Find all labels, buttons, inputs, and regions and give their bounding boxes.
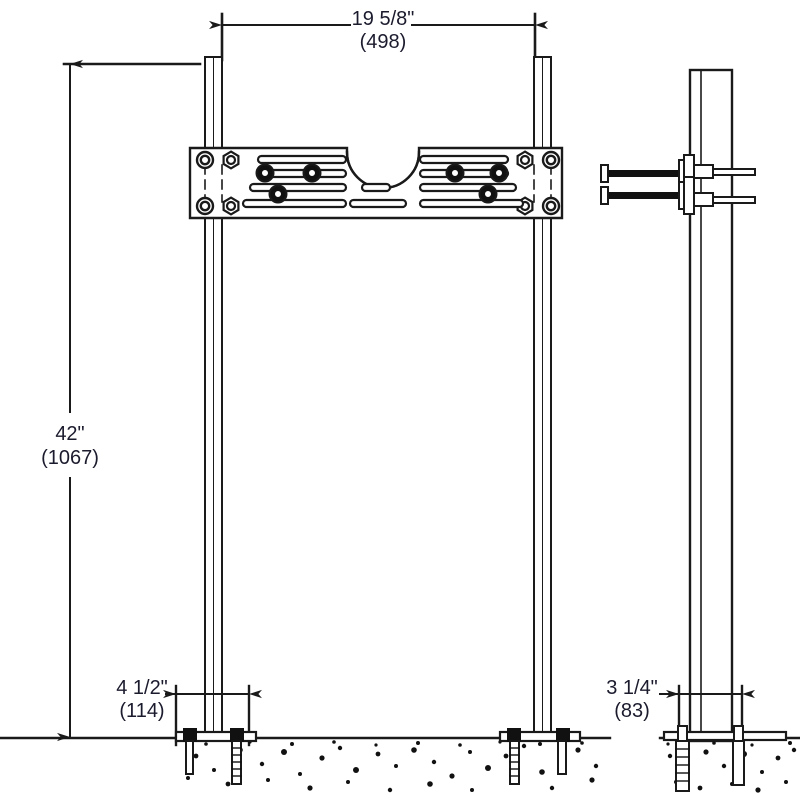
dimension-labels: 19 5/8" (498) 42" (1067) 4 1/2" (114) 3 … <box>41 8 658 722</box>
width-dimension-metric: (498) <box>360 31 407 53</box>
slot-fasteners <box>255 163 509 204</box>
concrete-floor-section-side <box>658 725 800 793</box>
height-dimension <box>57 59 202 742</box>
hex-nuts <box>222 150 534 216</box>
width-dimension <box>209 12 548 62</box>
base-front-dimension-metric: (114) <box>119 700 164 722</box>
height-dimension-imperial: 42" <box>55 423 84 445</box>
bolt-holes <box>195 150 561 216</box>
floor-anchor-bolts-left <box>174 728 258 785</box>
base-side-dimension-metric: (83) <box>614 700 650 722</box>
projecting-bolt-studs <box>600 154 756 215</box>
concrete-stipple <box>186 740 599 793</box>
height-dimension-metric: (1067) <box>41 447 99 469</box>
floor-anchor-bolts-side <box>662 725 788 792</box>
vertical-post-side-view <box>688 68 734 743</box>
base-front-dimension-imperial: 4 1/2" <box>116 677 168 699</box>
base-side-dimension-imperial: 3 1/4" <box>606 677 658 699</box>
width-dimension-imperial: 19 5/8" <box>352 8 415 30</box>
concrete-floor-section-front <box>0 728 612 793</box>
bracket-centerlines <box>204 164 552 203</box>
floor-anchor-bolts-right <box>498 728 582 785</box>
mounting-bracket-plate <box>188 146 564 220</box>
